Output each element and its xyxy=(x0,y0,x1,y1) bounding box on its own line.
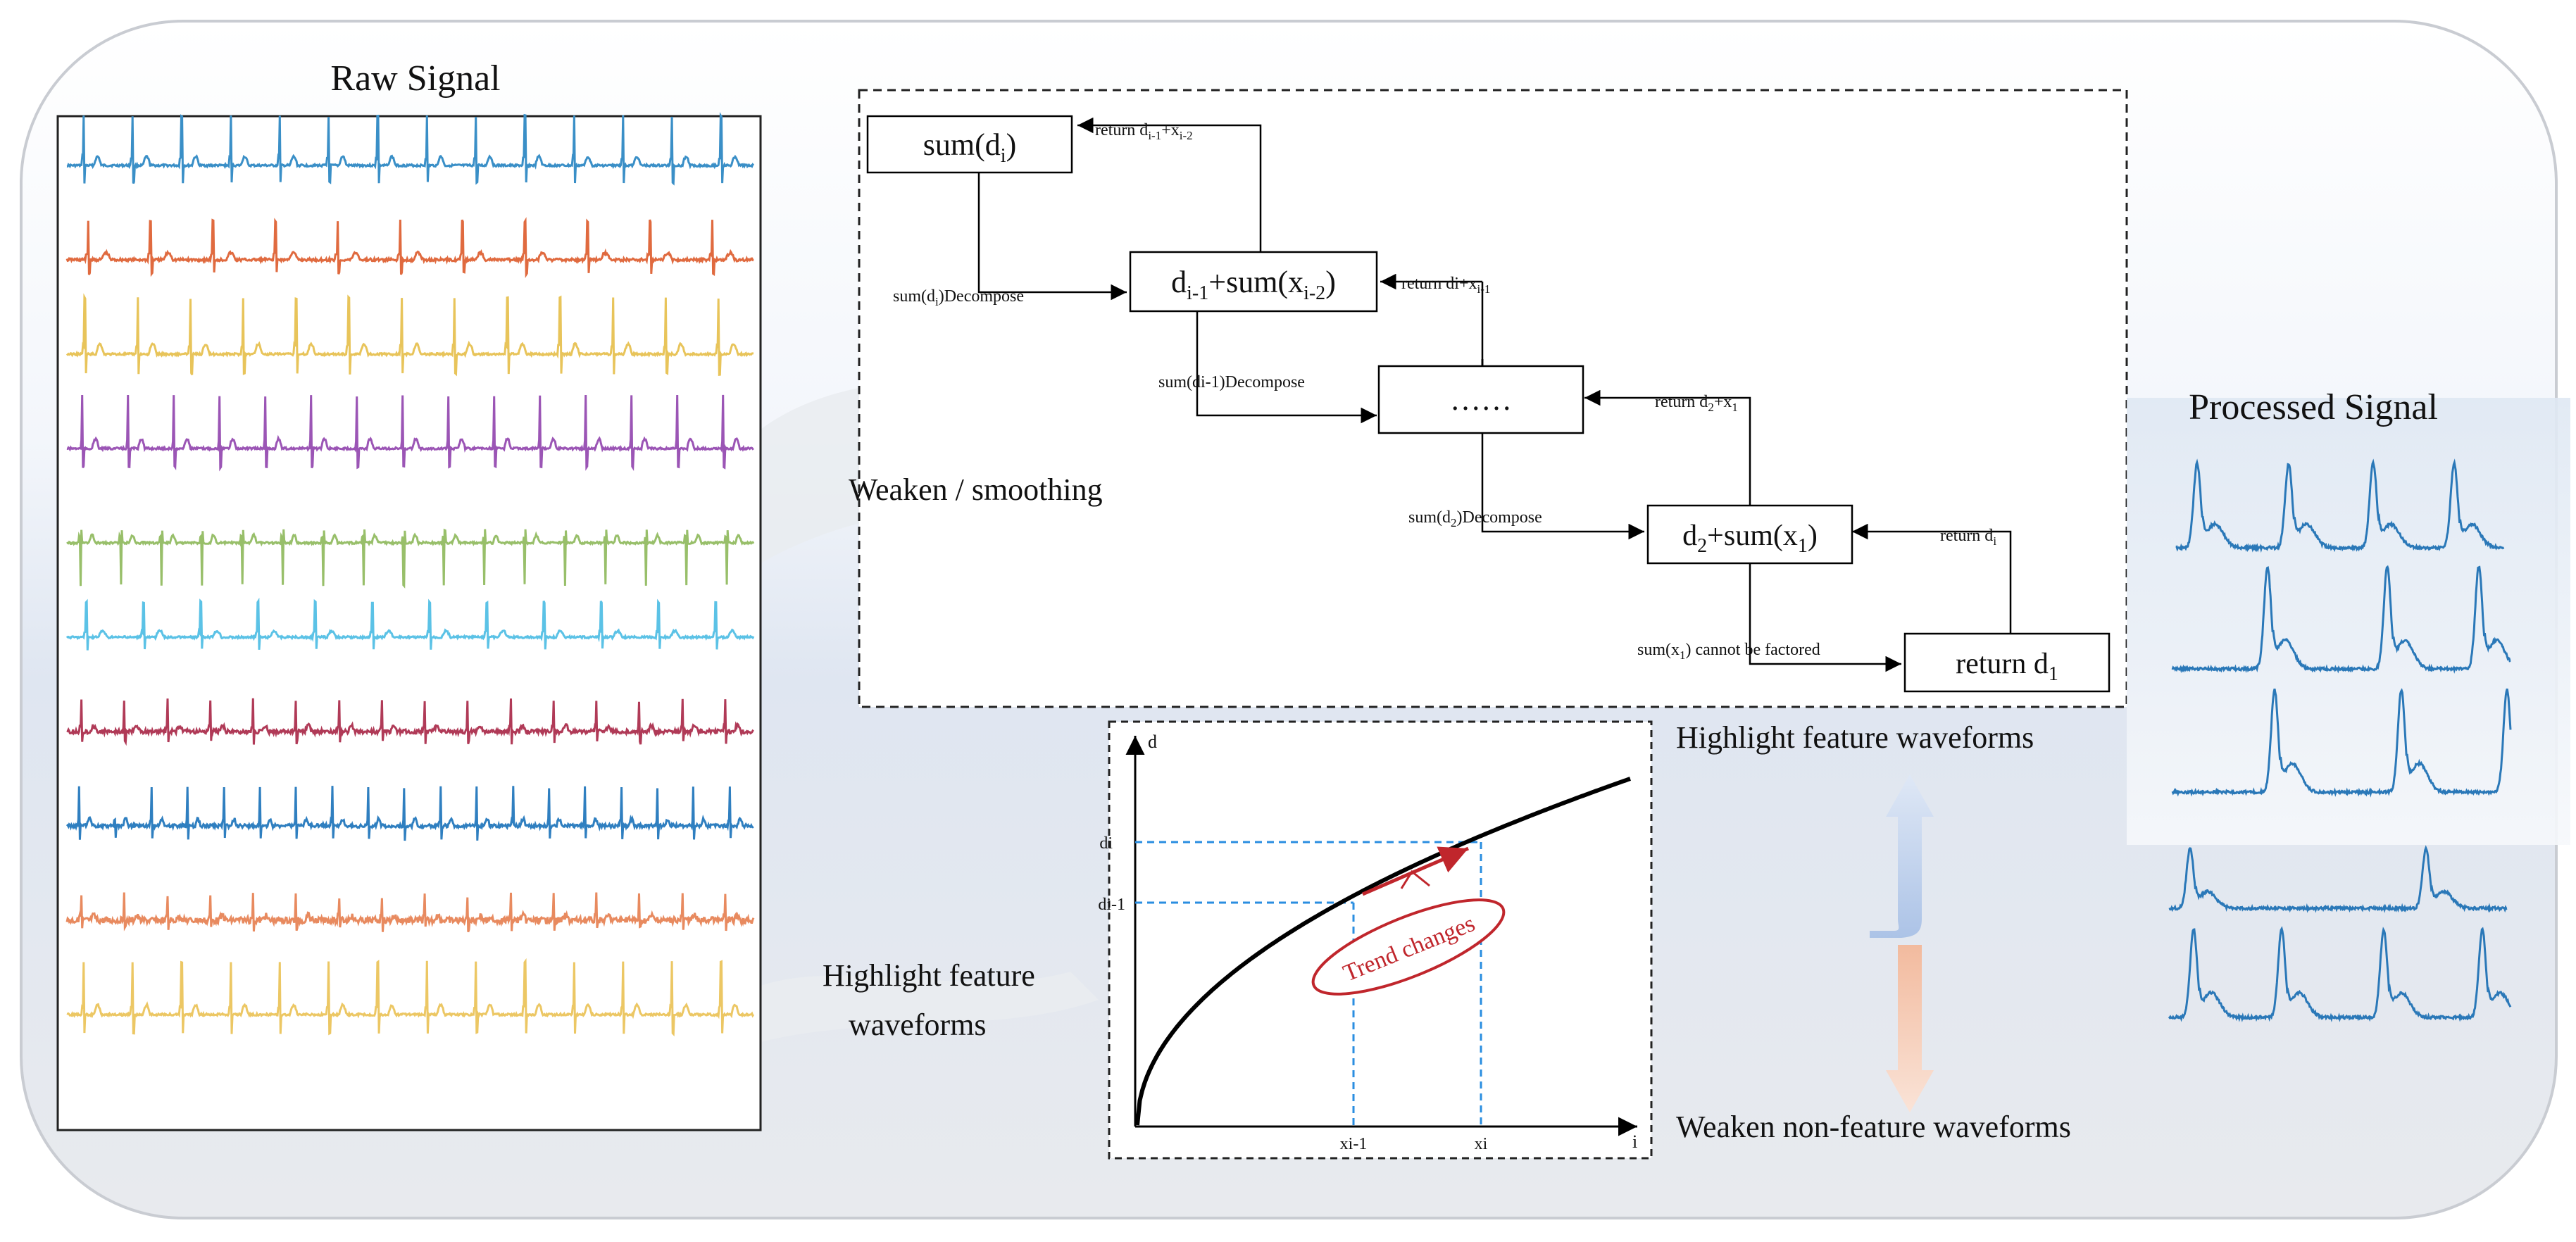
box-ellipsis-label: …… xyxy=(1450,382,1512,417)
flow-band-lower xyxy=(761,972,1099,1042)
trend-callout-pointer xyxy=(1400,870,1430,889)
trend-x-axis-label: i xyxy=(1632,1131,1637,1152)
processed-signal-traces xyxy=(2168,458,2512,1023)
label-weaken-smoothing: Weaken / smoothing xyxy=(849,472,1103,507)
box-sum-di-label: sum(di) xyxy=(923,127,1016,167)
processed-trace xyxy=(2171,565,2511,674)
box-return-d1-label: return d1 xyxy=(1956,648,2058,685)
trend-ytick-di-1: di-1 xyxy=(1098,896,1125,914)
trend-xtick-xi-1: xi-1 xyxy=(1340,1135,1368,1153)
raw-trace xyxy=(65,892,755,933)
raw-trace xyxy=(66,394,754,472)
processed-trace xyxy=(2171,688,2512,798)
weaken-down-arrow xyxy=(1886,945,1934,1112)
raw-trace xyxy=(65,217,754,278)
label-return-d2: return d2+x1 xyxy=(1655,393,1738,414)
label-highlight-left-1: Highlight feature xyxy=(823,958,1035,993)
label-decompose-d2: sum(d2)Decompose xyxy=(1408,508,1542,529)
raw-trace xyxy=(66,698,754,746)
highlight-up-arrow xyxy=(1870,774,1934,938)
trend-ytick-di: di xyxy=(1099,834,1113,853)
label-decompose-di-1: sum(di-1)Decompose xyxy=(1158,373,1305,391)
raw-signal-panel xyxy=(56,115,762,1131)
label-highlight-left-2: waveforms xyxy=(849,1008,987,1042)
raw-trace xyxy=(65,786,754,841)
label-return-di: return di+xi-1 xyxy=(1401,275,1490,296)
trend-chart-axes xyxy=(1125,736,1637,1136)
processed-trace xyxy=(2175,458,2505,553)
box-di-1-sum-label: di-1+sum(xi-2) xyxy=(1171,265,1336,304)
raw-signal-title: Raw Signal xyxy=(330,58,500,99)
label-highlight-right: Highlight feature waveforms xyxy=(1676,720,2034,755)
label-return-di-last: return di xyxy=(1940,527,1996,548)
label-return-di-1: return di-1+xi-2 xyxy=(1095,121,1193,142)
processed-signal-title: Processed Signal xyxy=(2189,387,2438,427)
label-cannot-factor: sum(x1) cannot be factored xyxy=(1637,641,1820,662)
raw-trace xyxy=(66,958,755,1036)
box-di-1-sum xyxy=(1129,251,1378,313)
processed-trace xyxy=(2168,926,2512,1023)
trend-arrow xyxy=(1362,846,1469,896)
box-ellipsis xyxy=(1377,365,1584,434)
box-return-d1 xyxy=(1903,632,2111,693)
processed-signal-panel xyxy=(2127,398,2570,845)
raw-signal-traces xyxy=(65,112,755,1036)
raw-trace xyxy=(66,528,755,589)
trend-curve xyxy=(1135,777,1631,1126)
label-weaken-non-feature: Weaken non-feature waveforms xyxy=(1676,1110,2071,1144)
box-d2-sum xyxy=(1646,504,1853,565)
raw-trace xyxy=(65,597,755,651)
processed-trace xyxy=(2168,845,2508,913)
raw-trace xyxy=(66,112,755,186)
box-d2-sum-label: d2+sum(x1) xyxy=(1682,520,1818,557)
box-sum-di xyxy=(866,115,1073,174)
raw-trace xyxy=(65,293,754,377)
label-decompose-di: sum(di)Decompose xyxy=(893,287,1024,308)
trend-callout-ellipse xyxy=(1311,898,1506,996)
trend-xtick-xi: xi xyxy=(1475,1135,1488,1153)
trend-y-axis-label: d xyxy=(1148,732,1157,752)
